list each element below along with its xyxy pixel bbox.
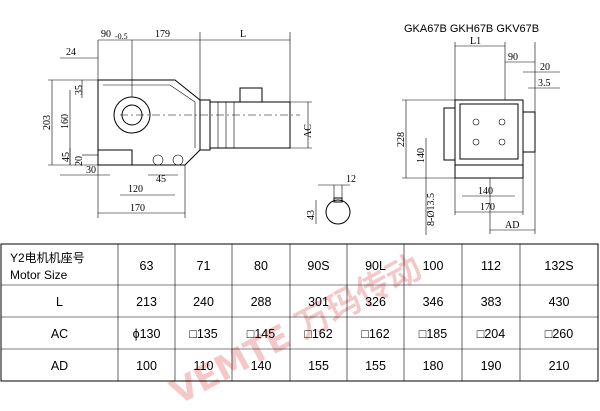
table-cell: 383 <box>481 295 502 309</box>
dim-45: 45 <box>61 152 72 162</box>
dim-12: 12 <box>346 174 356 185</box>
motor-size-cell: 112 <box>481 259 501 273</box>
bolt-hole-4 <box>498 138 506 146</box>
table-cell: 140 <box>251 359 272 373</box>
dim-3-5: 3.5 <box>538 78 551 89</box>
keyway <box>333 197 343 203</box>
motor-size-cell: 132S <box>544 259 573 273</box>
dim-45-bottom: 45 <box>156 174 166 185</box>
dim-179: 179 <box>155 29 170 40</box>
dim-holes: 8-Ø13.5 <box>426 193 437 226</box>
row-label: L <box>56 295 63 309</box>
dim-170: 170 <box>130 203 145 214</box>
motor-size-cell: 80 <box>254 259 268 273</box>
table-cell: 430 <box>549 295 570 309</box>
foot-hole-2 <box>172 154 184 166</box>
front-housing-inner <box>459 103 519 160</box>
table-cell: 213 <box>136 295 157 309</box>
table-cell: □162 <box>304 327 332 341</box>
dim-203: 203 <box>42 115 53 130</box>
model-titles: GKA67B GKH67B GKV67B <box>404 23 539 35</box>
right-shaft-end <box>522 111 536 153</box>
dim-AD: AD <box>505 220 519 231</box>
table-cell: 301 <box>308 295 329 309</box>
motor-size-cell: 100 <box>423 259 444 273</box>
table-cell: 326 <box>365 295 386 309</box>
motor-adapter <box>199 99 211 151</box>
table-cell: 180 <box>423 359 444 373</box>
gearbox-front-view: L1 90 20 3.5 228 140 8-Ø13.5 140 170 AD <box>396 36 560 235</box>
shaft-detail-view: 12 43 <box>306 174 356 225</box>
header-label-cn: Y2电机机座号 <box>10 250 85 265</box>
header-label-en: Motor Size <box>10 268 68 282</box>
table-cell: 288 <box>251 295 272 309</box>
dim-160: 160 <box>60 114 71 129</box>
gearbox-side-view: 90 -0.5 179 L 24 203 160 35 45 20 30 45 … <box>42 29 314 218</box>
dim-120: 120 <box>128 184 143 195</box>
motor-size-cell: 90L <box>365 259 386 273</box>
bolt-hole <box>472 118 480 126</box>
table-cell: □162 <box>361 327 389 341</box>
table-cell: □135 <box>189 327 217 341</box>
table-cell: □204 <box>477 327 505 341</box>
row-label: AC <box>51 327 68 341</box>
front-housing <box>454 99 524 179</box>
dim-30: 30 <box>86 165 96 176</box>
terminal-box <box>239 87 263 103</box>
table-cell: 210 <box>549 359 570 373</box>
table-cell: 100 <box>136 359 157 373</box>
dim-90-tolerance: -0.5 <box>115 32 128 41</box>
dim-20: 20 <box>74 156 85 166</box>
shaft-bore-circle <box>325 199 351 225</box>
dim-90-right: 90 <box>508 52 518 63</box>
dim-L1: L1 <box>470 36 481 47</box>
table-cell: 240 <box>193 295 214 309</box>
dim-90: 90 <box>101 29 111 40</box>
table-cell: □260 <box>545 327 573 341</box>
table-cell: □185 <box>419 327 447 341</box>
bolt-hole-2 <box>498 118 506 126</box>
table-cell: 190 <box>481 359 502 373</box>
table-cell: 155 <box>365 359 386 373</box>
foot-hole <box>152 154 164 166</box>
motor-size-cell: 90S <box>307 259 329 273</box>
table-border <box>0 243 599 382</box>
dim-24: 24 <box>66 47 76 58</box>
dim-AC: AC <box>303 124 314 138</box>
dim-170-right: 170 <box>480 202 495 213</box>
dim-140-horizontal: 140 <box>478 186 493 197</box>
motor-body <box>209 101 291 149</box>
table-cell: 155 <box>308 359 329 373</box>
bolt-hole-3 <box>472 138 480 146</box>
mounting-foot <box>97 149 133 166</box>
table-cell: 110 <box>194 359 214 373</box>
dim-43: 43 <box>306 210 317 220</box>
dim-228: 228 <box>396 132 407 147</box>
table-cell: □145 <box>247 327 275 341</box>
motor-size-cell: 71 <box>197 259 211 273</box>
table-cell: ϕ130 <box>133 327 161 341</box>
dimension-table: Y2电机机座号 Motor Size 63 71 80 90S 90L 100 112 132… <box>0 243 599 382</box>
front-foot <box>454 164 524 179</box>
motor-size-cell: 63 <box>140 259 154 273</box>
table-cell: 346 <box>423 295 444 309</box>
row-label: AD <box>51 359 68 373</box>
gearbox-housing <box>97 79 201 166</box>
dim-140-vertical: 140 <box>416 148 427 163</box>
left-flange <box>443 107 456 161</box>
dim-20-right: 20 <box>540 62 550 73</box>
dim-35: 35 <box>74 85 85 95</box>
dim-L: L <box>240 29 246 40</box>
housing-inner-edge <box>103 84 196 148</box>
